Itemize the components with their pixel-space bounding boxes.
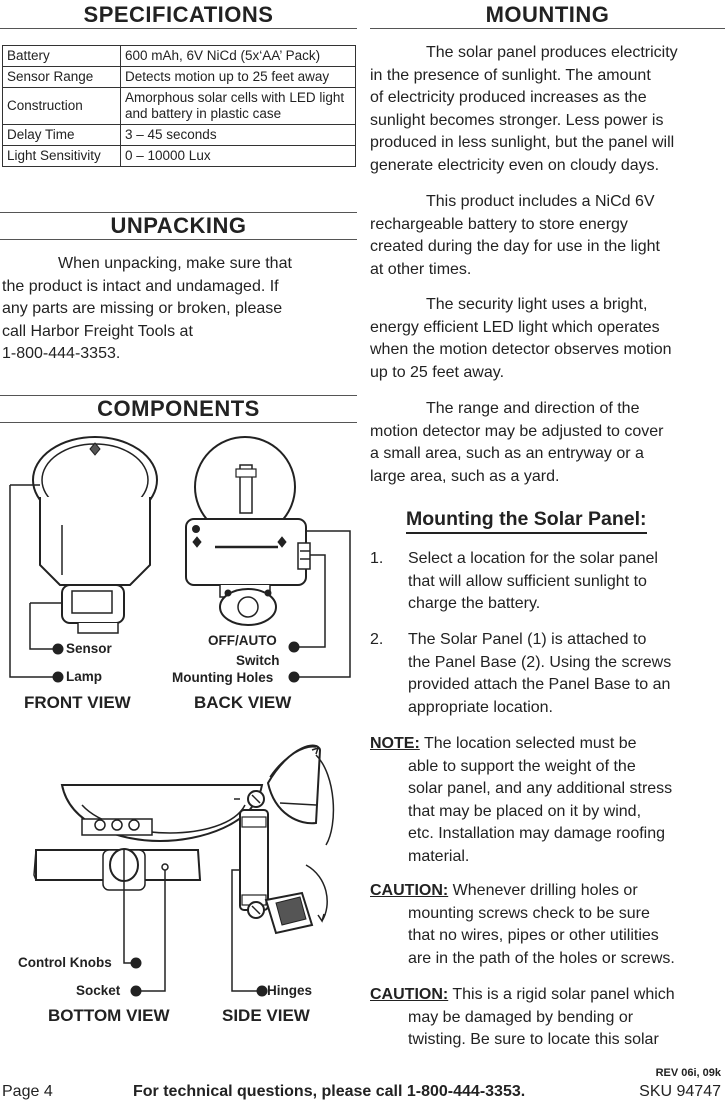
divider [370,28,725,29]
hinges-label: Hinges [267,983,313,998]
spec-value: 600 mAh, 6V NiCd (5x‘AA’ Pack) [120,45,356,67]
note-block: NOTE: The location selected must be able… [370,735,673,865]
step-number: 2. [370,631,384,648]
step-number: 1. [370,550,384,567]
divider [0,28,357,29]
divider [0,395,357,396]
bottom-view-label: BOTTOM VIEW [48,1006,170,1025]
specifications-heading: SPECIFICATIONS [83,2,274,27]
unpacking-heading: UNPACKING [110,213,247,238]
revision-label: REV 06i, 09k [655,1067,721,1079]
mounting-paragraph-4: The range and direction of the motion de… [370,400,664,485]
caution-block: CAUTION: This is a rigid solar panel whi… [370,986,675,1048]
product-illustration [9,436,351,997]
bottom-view-drawing [33,784,264,997]
components-heading: COMPONENTS [97,396,260,421]
spec-value: 0 – 10000 Lux [120,145,356,167]
page-footer: REV 06i, 09k Page 4 For technical questi… [0,1056,725,1100]
spec-value: 3 – 45 seconds [120,124,356,146]
divider [0,212,357,213]
side-view-drawing [231,744,335,997]
back-view-drawing [185,436,351,683]
socket-label: Socket [76,983,121,998]
spec-value: Detects motion up to 25 feet away [120,66,356,88]
spec-key: Delay Time [2,124,121,146]
mounting-subheading: Mounting the Solar Panel: [406,508,647,534]
components-diagram: Sensor Lamp OFF/AUTO Switch Mounting Hol… [0,425,357,1035]
unpacking-text: When unpacking, make sure that the produ… [2,255,292,362]
sensor-label: Sensor [66,641,112,656]
page-number: Page 4 [2,1083,53,1100]
side-view-label: SIDE VIEW [222,1006,310,1025]
divider [0,422,357,423]
spec-key: Light Sensitivity [2,145,121,167]
mounting-paragraph-3: The security light uses a bright, energy… [370,296,672,381]
sku-label: SKU 94747 [639,1083,721,1100]
tech-support-line: For technical questions, please call 1-8… [133,1083,526,1100]
spec-key: Battery [2,45,121,67]
front-view-drawing [9,436,158,683]
control-knobs-label: Control Knobs [18,955,112,970]
mounting-paragraph-1: The solar panel produces electricity in … [370,44,678,174]
front-view-label: FRONT VIEW [24,693,131,712]
mounting-heading: MOUNTING [485,2,610,27]
lamp-label: Lamp [66,669,103,684]
switch-label: Switch [236,653,280,668]
spec-key: Construction [2,87,121,125]
mounting-holes-label: Mounting Holes [172,670,274,685]
divider [0,239,357,240]
spec-value: Amorphous solar cells with LED light and… [120,87,356,125]
spec-key: Sensor Range [2,66,121,88]
back-view-label: BACK VIEW [194,693,292,712]
off-auto-label: OFF/AUTO [208,633,277,648]
mounting-paragraph-2: This product includes a NiCd 6V recharge… [370,193,660,278]
caution-block: CAUTION: Whenever drilling holes or moun… [370,882,675,967]
